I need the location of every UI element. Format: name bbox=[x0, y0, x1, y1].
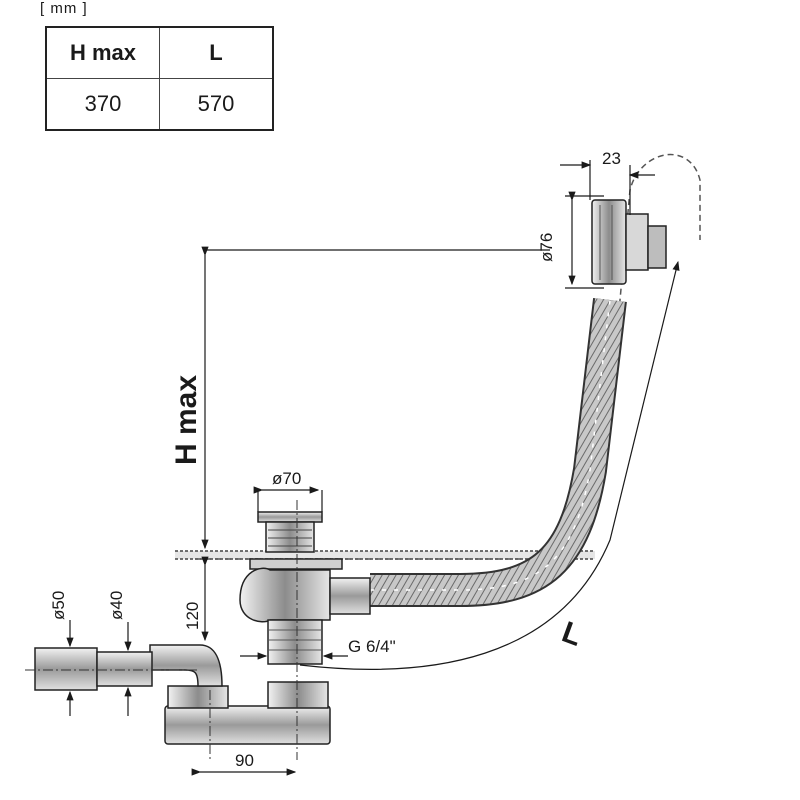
dim-l-label: L bbox=[558, 616, 587, 653]
table-row: 370 570 bbox=[45, 78, 274, 131]
dim-thread-label: G 6/4" bbox=[348, 637, 396, 656]
unit-label: [ mm ] bbox=[40, 0, 88, 17]
outlet-pipe bbox=[34, 647, 153, 691]
dim-76-label: ø76 bbox=[537, 233, 556, 262]
siphon-trap bbox=[149, 644, 331, 745]
header-hmax: H max bbox=[45, 26, 160, 79]
dimension-lines bbox=[66, 160, 680, 776]
spec-table: H max L 370 570 bbox=[45, 26, 274, 131]
flexible-hose bbox=[370, 298, 627, 607]
overflow-head bbox=[591, 199, 667, 285]
drain-body bbox=[239, 511, 371, 665]
dim-hmax-label: H max bbox=[170, 375, 203, 465]
dim-90-label: 90 bbox=[235, 751, 254, 770]
center-lines bbox=[25, 500, 298, 760]
dim-70-label: ø70 bbox=[272, 469, 301, 488]
dim-40-label: ø40 bbox=[107, 591, 126, 620]
dim-120-label: 120 bbox=[183, 602, 202, 630]
cell-l-value: 570 bbox=[159, 78, 274, 131]
dim-23-label: 23 bbox=[602, 149, 621, 168]
cell-hmax-value: 370 bbox=[45, 78, 160, 131]
dim-50-label: ø50 bbox=[49, 591, 68, 620]
